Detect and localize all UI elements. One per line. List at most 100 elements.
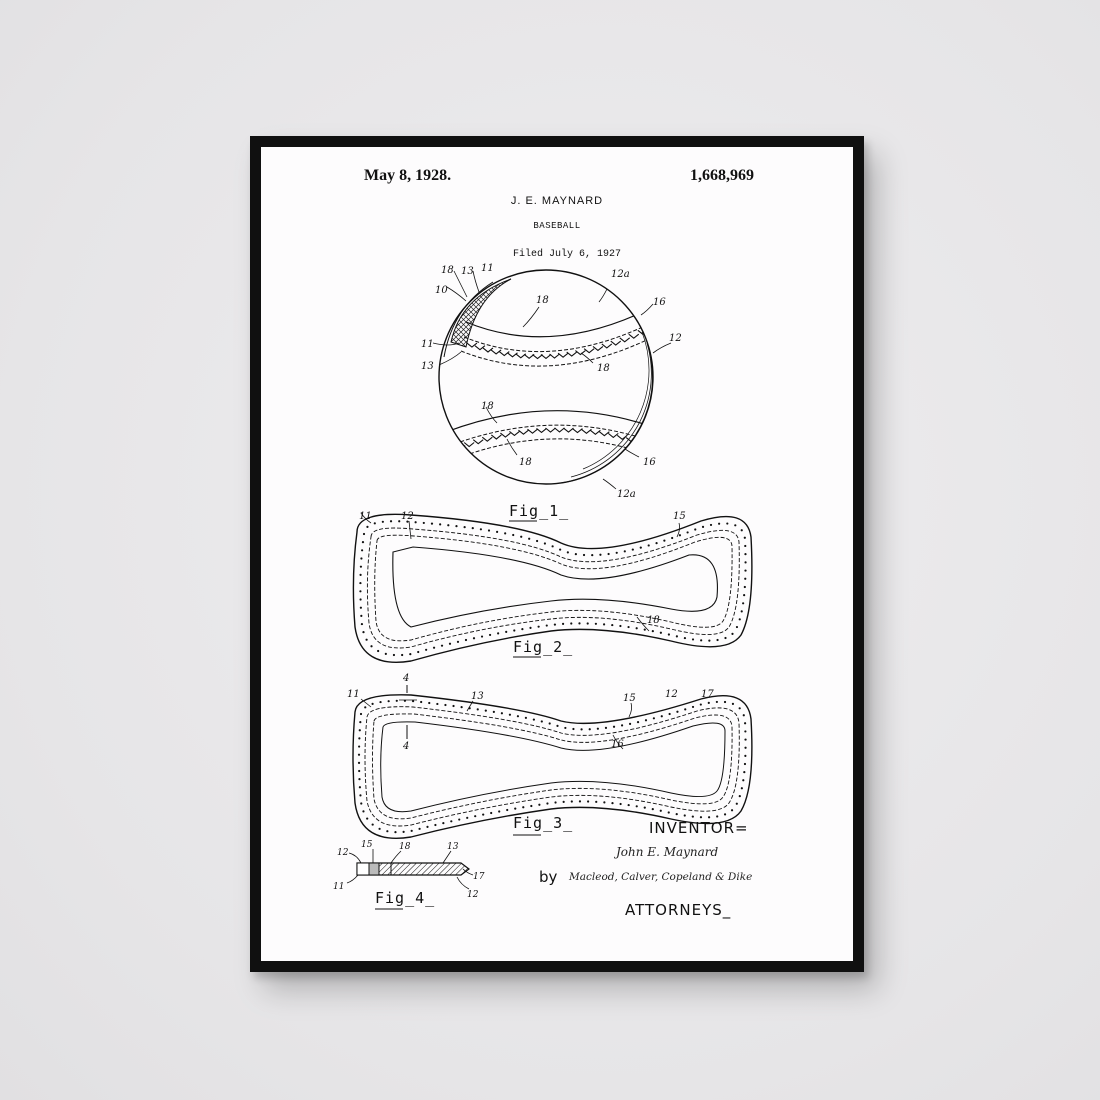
inventor-signature: John E. Maynard: [616, 845, 719, 859]
stitch-hole: [742, 602, 745, 605]
stitch-hole: [660, 715, 663, 718]
stitch-hole: [409, 653, 412, 656]
fig3-label: Fig_3_: [513, 814, 574, 832]
stitch-hole: [359, 721, 362, 724]
seam-stitch: [601, 343, 613, 349]
stitch-hole: [516, 715, 520, 718]
stitch-hole: [735, 802, 738, 805]
seam-stitch: [536, 427, 547, 434]
stitch-hole: [723, 813, 727, 816]
stitch-hole: [667, 811, 670, 814]
stitch-hole: [444, 703, 447, 707]
stitch-hole: [471, 527, 474, 530]
svg-text:12: 12: [401, 511, 414, 522]
stitch-hole: [359, 712, 363, 716]
stitch-hole: [716, 815, 719, 818]
stitch-hole: [360, 622, 364, 626]
stitch-hole: [744, 577, 747, 580]
stitch-hole: [537, 625, 540, 628]
seam-stitch: [616, 434, 628, 441]
stitch-hole: [528, 537, 531, 540]
stitch-hole: [723, 700, 727, 704]
stitch-hole: [463, 525, 466, 529]
stitch-hole: [744, 569, 747, 572]
patent-drawing: 18 13 11 10 11 13 18 12a 16 12 18 18 18 …: [333, 263, 753, 910]
svg-text:15: 15: [673, 511, 686, 522]
stitch-hole: [357, 761, 361, 764]
stitch-hole: [566, 551, 569, 554]
stitch-hole: [500, 712, 503, 715]
stitch-hole: [738, 795, 741, 798]
stitch-hole: [707, 701, 710, 705]
stitch-hole: [596, 727, 599, 730]
attorneys-signature: Macleod, Calver, Copeland & Dike: [569, 871, 753, 883]
stitch-hole: [524, 716, 528, 719]
stitch-hole: [604, 726, 608, 729]
stitch-hole: [594, 622, 597, 625]
svg-text:18: 18: [536, 295, 549, 306]
seam-stitch: [610, 340, 622, 346]
stitch-hole: [460, 705, 463, 709]
stitch-hole: [744, 561, 747, 564]
seam-stitch: [518, 429, 529, 435]
stitch-hole: [561, 622, 565, 625]
stitch-hole: [659, 631, 662, 634]
stitch-hole: [488, 633, 492, 637]
stitch-hole: [529, 626, 532, 629]
stitch-hole: [551, 545, 554, 548]
stitch-hole: [442, 822, 445, 825]
stitch-hole: [546, 802, 549, 805]
stitch-hole: [359, 581, 362, 585]
stitch-hole: [623, 550, 626, 553]
stitch-hole: [450, 820, 453, 823]
stitch-hole: [484, 709, 487, 712]
svg-text:11: 11: [347, 689, 360, 700]
stitch-hole: [607, 552, 610, 556]
stitch-hole: [735, 625, 739, 629]
stitch-hole: [439, 523, 442, 526]
stitch-hole: [691, 638, 695, 641]
stitch-hole: [743, 771, 746, 774]
svg-text:12: 12: [467, 890, 479, 900]
stitch-hole: [570, 622, 573, 625]
stitch-hole: [474, 815, 477, 818]
seam-stitch: [463, 442, 475, 448]
stitch-hole: [699, 816, 703, 819]
stitch-hole: [620, 724, 624, 727]
stitch-hole: [715, 700, 718, 704]
stitch-hole: [743, 594, 746, 597]
seam-stitch: [507, 352, 518, 358]
stitch-hole: [700, 639, 703, 642]
fig4-label: Fig_4_: [375, 889, 436, 907]
fig1-reference-numerals: 18 13 11 10 11 13 18 12a 16 12 18 18 18 …: [421, 263, 682, 500]
stitch-hole: [686, 531, 689, 534]
stitch-hole: [731, 632, 734, 635]
svg-text:12: 12: [665, 689, 678, 700]
stitch-hole: [667, 633, 670, 636]
stitch-hole: [373, 522, 376, 525]
stitch-hole: [663, 539, 666, 542]
stitch-hole: [360, 557, 363, 560]
seam-stitch: [572, 428, 583, 434]
stitch-hole: [595, 800, 598, 803]
stitch-hole: [508, 713, 512, 716]
stitch-hole: [410, 829, 413, 832]
stitch-hole: [603, 801, 606, 804]
stitch-hole: [436, 702, 439, 706]
inventor-name: J. E. MAYNARD: [510, 195, 604, 207]
stitch-hole: [699, 703, 702, 706]
stitch-hole: [578, 800, 582, 803]
stitch-hole: [668, 712, 671, 716]
seam-stitch: [490, 349, 502, 355]
stitch-hole: [370, 645, 373, 648]
seam-stitch: [619, 337, 631, 343]
stitch-hole: [635, 805, 638, 808]
stitch-hole: [740, 787, 743, 790]
stitch-hole: [708, 639, 711, 642]
stitch-hole: [659, 809, 662, 812]
attorneys-label: ATTORNEYS_: [625, 901, 732, 919]
stitch-hole: [384, 652, 387, 655]
stitch-hole: [639, 546, 642, 549]
stitch-hole: [513, 629, 516, 632]
stitch-hole: [684, 708, 687, 711]
